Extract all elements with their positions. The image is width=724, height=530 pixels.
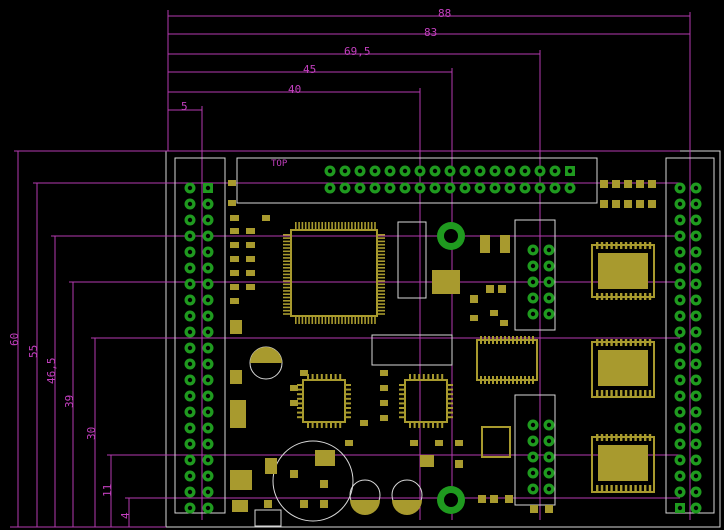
left-header-outline [174,157,226,514]
dim-label-69-5: 69,5 [344,45,371,58]
ic-components [290,229,655,493]
crystal-outline-upper [397,221,427,299]
dim-label-55: 55 [27,345,40,358]
dim-label-4: 4 [119,512,132,519]
soic-chip-3 [591,436,655,493]
qfn-chip-left [302,379,346,423]
small-qfn-chip [481,426,511,458]
right-header-outline [665,157,715,514]
qfn-chip-right [404,379,448,423]
dim-label-40: 40 [288,83,301,96]
horizontal-dimension-labels: 88 83 69,5 45 40 5 [181,7,451,113]
vertical-dimension-labels: 60 55 46,5 39 30 11 4 [8,333,132,519]
battery-holder-outline [272,440,354,522]
mounting-holes [437,222,465,514]
smd-pads [228,180,656,513]
dim-label-30: 30 [85,427,98,440]
top-header-outline [236,157,598,204]
dim-label-60: 60 [8,333,21,346]
soic-chip-1 [591,244,655,298]
connector-outline-upper [514,219,556,331]
electrolytic-capacitors [249,346,423,515]
silkscreen-outlines [174,157,715,527]
crystal-outline-middle [371,334,453,366]
dim-label-11: 11 [101,484,114,497]
horizontal-dimensions [167,10,691,520]
through-hole-pads [184,165,702,514]
dim-label-45: 45 [303,63,316,76]
qfp-100-chip [290,229,378,317]
vertical-dimensions [10,150,680,528]
tssop-chip [476,339,538,381]
board-side-label: TOP [271,159,288,169]
small-component-outline [254,509,282,527]
dim-label-46-5: 46,5 [45,358,58,385]
dim-label-39: 39 [63,395,76,408]
dim-label-88: 88 [438,7,451,20]
dim-label-5: 5 [181,100,188,113]
soic-chip-2 [591,341,655,398]
dim-label-83: 83 [424,26,437,39]
